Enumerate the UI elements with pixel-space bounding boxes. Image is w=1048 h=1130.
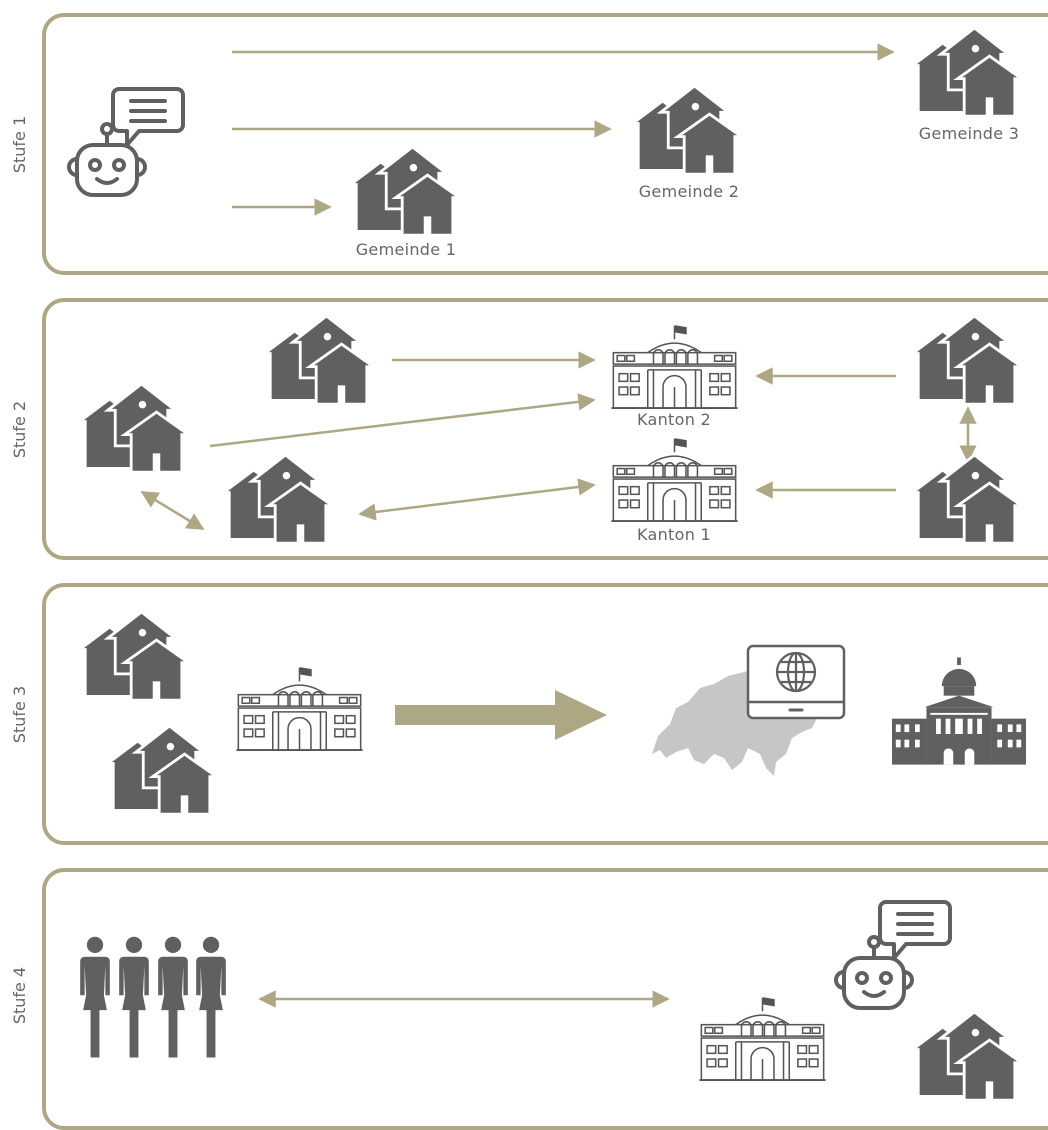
government-building-icon [610, 324, 739, 410]
houses-icon [78, 612, 190, 702]
people-group-icon [119, 936, 149, 1058]
kanton-2-label: Kanton 2 [636, 410, 712, 429]
houses-icon [631, 86, 743, 176]
houses-icon [263, 316, 375, 406]
houses-icon [349, 147, 461, 237]
large-arrow [395, 690, 607, 740]
houses-icon [78, 384, 190, 474]
kanton-1-label: Kanton 1 [636, 525, 712, 544]
people-group-icon [196, 936, 226, 1058]
houses-icon [222, 455, 334, 545]
gemeinde-2-label: Gemeinde 2 [638, 182, 740, 201]
robot-chat-icon [67, 87, 185, 197]
government-building-icon [610, 437, 739, 523]
people-group-icon [80, 936, 110, 1058]
government-building-icon [235, 666, 364, 752]
arrow-bidirectional-houses-left [140, 490, 205, 531]
houses-icon [911, 316, 1023, 406]
houses-icon [911, 455, 1023, 545]
arrow-bidirectional-kanton-1 [358, 478, 596, 521]
government-building-icon [698, 996, 827, 1082]
houses-icon [911, 1012, 1023, 1102]
robot-chat-icon [834, 900, 952, 1010]
houses-icon [911, 28, 1023, 118]
people-group-icon [158, 936, 188, 1058]
gemeinde-1-label: Gemeinde 1 [355, 240, 457, 259]
monitor-globe-icon [746, 644, 846, 720]
arrow-house-left-to-kanton-2 [209, 393, 596, 448]
federal-palace-icon [892, 657, 1026, 765]
gemeinde-3-label: Gemeinde 3 [918, 124, 1020, 143]
houses-icon [106, 726, 218, 816]
